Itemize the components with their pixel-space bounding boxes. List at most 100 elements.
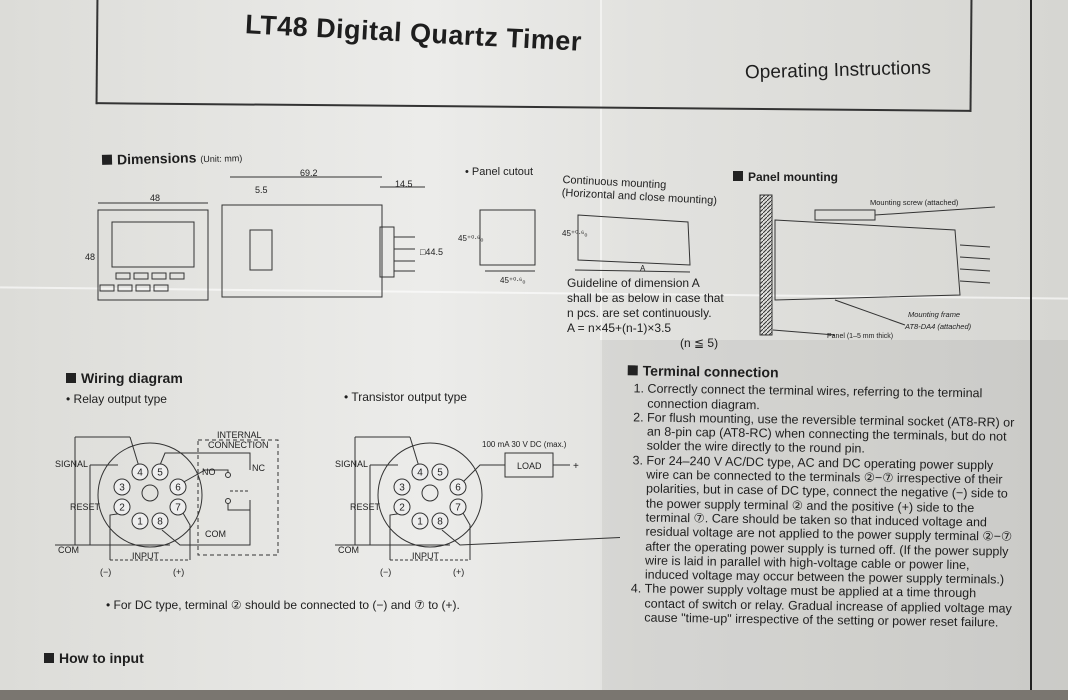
panel-mounting-section: Panel mounting [733,170,838,184]
pin-5 [431,463,449,481]
plus-label: (+) [173,567,184,577]
pin-number: 8 [157,517,163,528]
com-label: COM [58,545,79,555]
cutout-height: 45⁺⁰·⁶₀ [458,234,484,243]
internal-label: INTERNAL [217,430,262,440]
pin-2 [113,498,131,516]
terminal-section: Terminal connection Correctly connect th… [624,362,1018,630]
pin-1 [411,512,429,530]
reset-label: RESET [350,502,381,512]
pin-number: 6 [175,483,181,494]
pin-6 [169,478,187,496]
pin-8 [151,512,169,530]
pin-number: 3 [119,483,125,494]
terminal-item: For flush mounting, use the reversible t… [647,410,1018,458]
dimensions-drawing: 48 48 69.2 5.5 14.5 □44.5 • Panel cutout… [85,166,536,301]
pin-number: 7 [175,503,181,514]
signal-label: SIGNAL [335,459,368,469]
panel-cutout-label: • Panel cutout [465,166,533,178]
pin-7 [449,498,467,516]
wiring-diagrams: SIGNAL RESET COM INPUT (−) (+) INTERNAL … [55,430,620,577]
pin-3 [393,478,411,496]
dim-48-height: 48 [85,252,95,262]
shadow [600,340,1068,700]
pin-number: 5 [437,468,443,479]
input-label: INPUT [412,551,440,561]
pin-7 [169,498,187,516]
a-label: A [640,264,646,273]
connection-label: CONNECTION [208,440,269,450]
internal-com-label: COM [205,529,226,539]
pin-number: 1 [417,517,423,528]
pin-2 [393,498,411,516]
terminal-item: For 24–240 V AC/DC type, AC and DC opera… [645,453,1017,587]
minus-label: (−) [380,567,391,577]
pin-3 [113,478,131,496]
mounting-screw-label: Mounting screw (attached) [870,198,959,207]
pin-8 [431,512,449,530]
signal-label: SIGNAL [55,459,88,469]
pin-4 [131,463,149,481]
panel-mounting-heading: Panel mounting [733,170,838,184]
transistor-type-label: • Transistor output type [344,390,467,404]
margin-rule [1030,0,1032,690]
how-to-input-heading: How to input [44,650,144,666]
reset-label: RESET [70,502,101,512]
pin-6 [449,478,467,496]
pin-number: 4 [417,468,423,479]
pin-number: 3 [399,483,405,494]
pin-5 [151,463,169,481]
socket-outline [377,442,483,548]
continuous-mounting-title: Continuous mounting(Horizontal and close… [561,173,718,208]
dim-14-5: 14.5 [395,179,413,189]
dim-5-5: 5.5 [255,185,268,195]
pin-number: 7 [455,503,461,514]
transistor-wiring: SIGNAL RESET COM INPUT (−) (+) 100 mA 30… [335,436,620,577]
dim-69: 69.2 [300,168,318,178]
paper-fold [600,0,602,700]
pin-number: 5 [157,468,163,479]
com-label: COM [338,545,359,555]
key-slot [421,484,439,502]
socket-outline [97,442,203,548]
front-view [97,209,209,301]
continuous-mounting-drawing: 45⁺⁰·⁶₀ A [562,214,691,273]
mounting-frame-model: AT8-DA4 (attached) [904,322,972,331]
pin-number: 2 [119,503,125,514]
load-label: LOAD [517,461,542,471]
relay-wiring: SIGNAL RESET COM INPUT (−) (+) INTERNAL … [55,430,279,577]
cutout-width: 45⁺⁰·⁶₀ [500,276,526,285]
pin-1 [131,512,149,530]
pin-number: 1 [137,517,143,528]
table-surface [0,690,1068,700]
dim-48: 48 [150,193,160,203]
panel-cutout [479,209,536,266]
how-to-input-section: How to input [44,650,144,666]
pin-number: 6 [455,483,461,494]
pin-number: 4 [137,468,143,479]
buttons [99,272,185,292]
wiring-heading: Wiring diagram [66,370,183,386]
height-label: 45⁺⁰·⁶₀ [562,229,588,238]
plus-label: (+) [453,567,464,577]
dim-44-5: □44.5 [420,247,443,257]
minus-label: (−) [100,567,111,577]
input-label: INPUT [132,551,160,561]
pin-4 [411,463,429,481]
pin-number: 8 [437,517,443,528]
wiring-section: Wiring diagram • Relay output type [66,370,183,406]
terminal-item: The power supply voltage must be applied… [644,582,1015,630]
nc-label: NC [252,463,265,473]
title-frame [95,0,973,112]
panel-mounting-drawing: Mounting screw (attached) Mounting frame… [759,194,995,340]
side-view [221,204,383,298]
no-label: NO [202,467,216,477]
pin-number: 2 [399,503,405,514]
dc-note: • For DC type, terminal ② should be conn… [106,598,460,612]
mounting-frame-label: Mounting frame [908,310,960,319]
load-plus: + [573,461,579,472]
panel-thickness-label: Panel (1–5 mm thick) [827,333,893,340]
guideline-text: Guideline of dimension A shall be as bel… [567,276,724,350]
key-slot [141,484,159,502]
relay-type-label: • Relay output type [66,392,167,406]
